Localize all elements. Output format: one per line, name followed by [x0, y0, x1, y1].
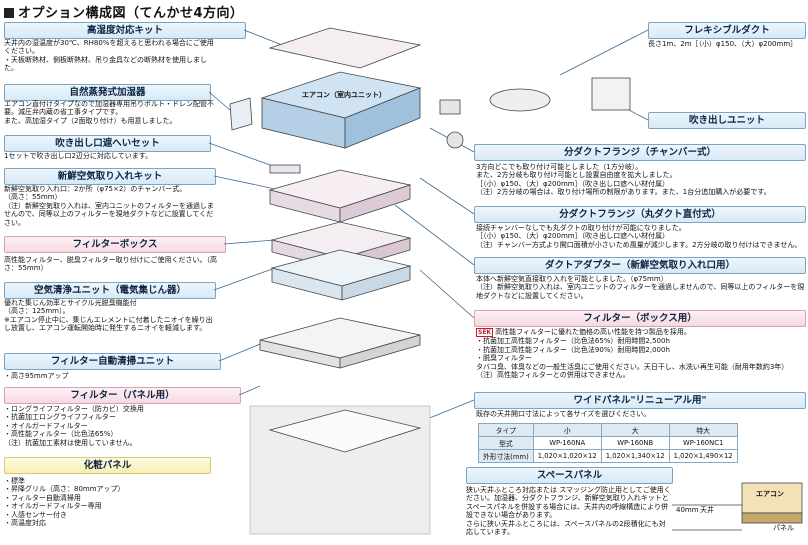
space-diagram-ceiling: 天井: [700, 506, 714, 514]
space-diagram-panel: パネル: [773, 524, 794, 532]
header-wide-panel: ワイドパネル"リニューアル用": [474, 392, 806, 409]
desc-outlet-shield-set: 1セットで吹き出し口2辺分に対応しています。: [4, 152, 152, 160]
header-duct-adapter: ダクトアダプター（新鮮空気取り入れ口用）: [474, 257, 806, 274]
header-box-filter: フィルター（ボックス用）: [474, 310, 806, 327]
header-filter-box: フィルターボックス: [4, 236, 226, 253]
desc-humidifier: エアコン直付けタイプなので加湿器専用吊りボルト・ドレン配管不要。減圧弁内蔵の省工…: [4, 100, 214, 125]
space-diagram-aircon: エアコン: [756, 490, 784, 498]
table-header: 小: [532, 423, 602, 437]
table-cell: 外形寸法(mm): [478, 449, 534, 463]
desc-box-filter-text: 高性能フィルターに優れた価格の高い性能を持つ製品を採用。 ・抗菌加工高性能フィル…: [476, 328, 789, 380]
header-panel-filter: フィルター（パネル用）: [4, 387, 241, 404]
table-cell: 1,020×1,490×12: [668, 449, 738, 463]
desc-branch-flange-direct: 接続チャンバーなしでも丸ダクトの取り付けが可能になりました。 ［（小）φ150、…: [476, 224, 802, 249]
header-space-panel: スペースパネル: [466, 467, 673, 484]
header-outlet-shield-set: 吹き出し口遮へいセット: [4, 135, 211, 152]
parts: [229, 27, 803, 535]
desc-fresh-air-kit: 新鮮空気取り入れ口：2か所（φ75×2）のチャンバー式。 （高さ：55mm） （…: [4, 185, 214, 227]
space-diagram-dimension: 40mm: [676, 506, 699, 514]
header-decorative-panel: 化粧パネル: [4, 457, 211, 474]
desc-branch-flange-chamber: 3方向どこでも取り付け可能としました（1方分岐）。 また、2方分岐も取り付け可能…: [476, 163, 771, 197]
table-row: 外形寸法(mm) 1,020×1,020×12 1,020×1,340×12 1…: [478, 449, 738, 463]
header-humidifier: 自然蒸発式加湿器: [4, 84, 211, 101]
header-fresh-air-kit: 新鮮空気取り入れキット: [4, 168, 216, 185]
header-branch-flange-direct: 分ダクトフランジ（丸ダクト直付式）: [474, 206, 806, 223]
sek-badge: SEK: [476, 328, 494, 337]
desc-panel-filter: ・ロングライフフィルター（防カビ）交換用 ・抗菌加工ロングライフフィルター ・オ…: [4, 405, 144, 447]
desc-auto-cleaning-unit: ・高さ95mmアップ: [4, 372, 69, 380]
indoor-unit-label: エアコン（室内ユニット）: [302, 91, 386, 99]
page-title-text: オプション構成図（てんかせ4方向）: [18, 6, 244, 21]
header-flexible-duct: フレキシブルダクト: [648, 22, 806, 39]
table-cell: 型式: [478, 436, 534, 450]
header-auto-cleaning-unit: フィルター自動清掃ユニット: [4, 353, 221, 370]
desc-decorative-panel: ・標準 ・昇降グリル（高さ：80mmアップ） ・フィルター自動清掃用 ・オイルガ…: [4, 477, 125, 528]
title-bullet-icon: [4, 8, 14, 18]
desc-filter-box: 高性能フィルター、脱臭フィルター取り付けにご使用ください。（高さ：55mm）: [4, 256, 218, 273]
desc-flexible-duct: 長さ1m、2m［（小）φ150、（大）φ200mm］: [648, 40, 798, 48]
desc-duct-adapter: 本体へ新鮮空気直接取り入れを可能としました。（φ75mm） （注）新鮮空気取り入…: [476, 275, 805, 300]
desc-space-panel: 狭い天井ふところ対応または スマッジング防止用としてご使用ください。加湿器、分ダ…: [466, 486, 671, 537]
leader-lines: [208, 29, 649, 431]
table-header: 特大: [668, 423, 738, 437]
header-outlet-unit: 吹き出しユニット: [648, 112, 806, 129]
header-branch-flange-chamber: 分ダクトフランジ（チャンバー式）: [474, 144, 806, 161]
desc-high-humidity-kit: 天井内の湿温度が30℃、RH80%を超えると思われる場合にご使用ください。 ・天…: [4, 39, 214, 73]
wide-panel-table: タイプ 小 大 特大 型式 WP-160NA WP-160NB WP-160NC…: [478, 423, 738, 463]
desc-wide-panel: 既存の天井開口寸法によって各サイズを選びください。: [476, 410, 651, 418]
desc-air-purifier: 優れた集じん効率とサイクル光脱臭機能付 （高さ：125mm）。 ※エアコン停止中…: [4, 299, 213, 333]
header-air-purifier: 空気清浄ユニット（電気集じん器）: [4, 282, 216, 299]
page-title: オプション構成図（てんかせ4方向）: [4, 2, 244, 21]
